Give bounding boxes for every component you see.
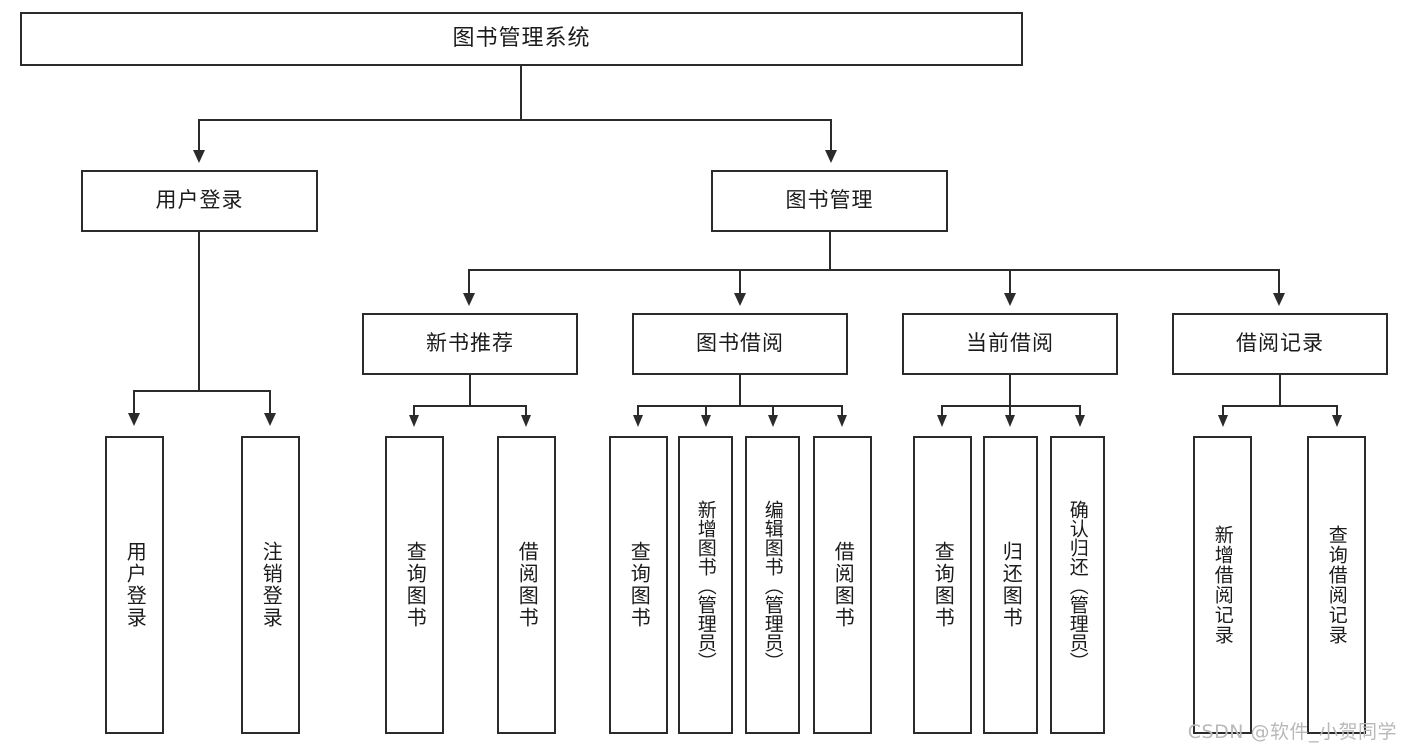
- arrowhead-recommend-leaf-2: [521, 415, 531, 427]
- connector-user-login-drop-2: [269, 390, 271, 415]
- arrowhead-borrow-leaf-1: [633, 415, 643, 427]
- leaf-current-return-book[interactable]: 归还图书: [983, 436, 1038, 734]
- connector-level3-drop-1: [468, 269, 470, 295]
- connector-user-login-bus: [133, 390, 270, 392]
- connector-borrow-bus: [637, 405, 843, 407]
- connector-borrow-drop-2: [705, 405, 707, 417]
- connector-borrow-drop-4: [841, 405, 843, 417]
- connector-book-management-stem: [829, 232, 831, 270]
- leaf-current-confirm-return-admin[interactable]: 确认归还（管理员）: [1050, 436, 1105, 734]
- connector-level3-drop-3: [1009, 269, 1011, 295]
- connector-current-bus: [941, 405, 1081, 407]
- arrowhead-to-book-management: [825, 150, 837, 163]
- connector-borrow-stem: [739, 375, 741, 407]
- leaf-label: 查询借阅记录: [1325, 525, 1348, 645]
- connector-root-stem: [520, 66, 522, 120]
- connector-current-stem: [1009, 375, 1011, 407]
- connector-level3-drop-2: [739, 269, 741, 295]
- node-user-login[interactable]: 用户登录: [81, 170, 318, 232]
- node-book-borrow[interactable]: 图书借阅: [632, 313, 848, 375]
- leaf-label: 用户登录: [123, 541, 148, 629]
- arrowhead-to-current-borrow: [1004, 293, 1016, 306]
- connector-record-bus: [1222, 405, 1338, 407]
- connector-borrow-drop-1: [637, 405, 639, 417]
- arrowhead-to-new-book-recommend: [463, 293, 475, 306]
- arrowhead-current-leaf-2: [1005, 415, 1015, 427]
- leaf-user-login[interactable]: 用户登录: [105, 436, 164, 734]
- node-label: 新书推荐: [426, 331, 514, 356]
- arrowhead-borrow-leaf-3: [768, 415, 778, 427]
- arrowhead-record-leaf-1: [1218, 415, 1228, 427]
- node-borrow-record[interactable]: 借阅记录: [1172, 313, 1388, 375]
- csdn-watermark: CSDN @软件_小贺同学: [1187, 721, 1397, 743]
- leaf-label: 注销登录: [259, 541, 284, 629]
- leaf-record-add-borrow-record[interactable]: 新增借阅记录: [1193, 436, 1252, 734]
- connector-current-drop-1: [941, 405, 943, 417]
- arrowhead-current-leaf-3: [1075, 415, 1085, 427]
- leaf-recommend-query-book[interactable]: 查询图书: [385, 436, 444, 734]
- leaf-label: 查询图书: [931, 541, 956, 629]
- connector-record-stem: [1279, 375, 1281, 407]
- connector-recommend-stem: [469, 375, 471, 407]
- node-new-book-recommend[interactable]: 新书推荐: [362, 313, 578, 375]
- arrowhead-recommend-leaf-1: [409, 415, 419, 427]
- leaf-label: 查询图书: [627, 541, 652, 629]
- leaf-label: 编辑图书（管理员）: [761, 499, 784, 671]
- leaf-label: 查询图书: [403, 541, 428, 629]
- arrowhead-to-user-login: [193, 150, 205, 163]
- arrowhead-to-logout-leaf: [264, 413, 276, 426]
- arrowhead-record-leaf-2: [1332, 415, 1342, 427]
- arrowhead-to-user-login-leaf: [128, 413, 140, 426]
- leaf-borrow-borrow-book[interactable]: 借阅图书: [813, 436, 872, 734]
- leaf-borrow-edit-book-admin[interactable]: 编辑图书（管理员）: [745, 436, 800, 734]
- node-label: 图书管理: [785, 188, 874, 213]
- leaf-current-query-book[interactable]: 查询图书: [913, 436, 972, 734]
- connector-recommend-bus: [413, 405, 527, 407]
- connector-record-drop-2: [1336, 405, 1338, 417]
- connector-current-drop-3: [1079, 405, 1081, 417]
- connector-current-drop-2: [1009, 405, 1011, 417]
- leaf-record-query-borrow-record[interactable]: 查询借阅记录: [1307, 436, 1366, 734]
- leaf-borrow-add-book-admin[interactable]: 新增图书（管理员）: [678, 436, 733, 734]
- leaf-label: 借阅图书: [831, 541, 856, 629]
- node-book-management[interactable]: 图书管理: [711, 170, 948, 232]
- node-label: 借阅记录: [1236, 331, 1324, 356]
- node-label: 图书借阅: [696, 331, 784, 356]
- connector-user-login-drop-1: [133, 390, 135, 415]
- node-label: 当前借阅: [966, 331, 1054, 356]
- leaf-recommend-borrow-book[interactable]: 借阅图书: [497, 436, 556, 734]
- leaf-label: 归还图书: [999, 541, 1024, 629]
- leaf-logout[interactable]: 注销登录: [241, 436, 300, 734]
- leaf-label: 确认归还（管理员）: [1066, 499, 1089, 671]
- arrowhead-borrow-leaf-2: [701, 415, 711, 427]
- connector-recommend-drop-1: [413, 405, 415, 417]
- leaf-label: 新增借阅记录: [1211, 525, 1234, 645]
- arrowhead-to-book-borrow: [734, 293, 746, 306]
- leaf-label: 借阅图书: [515, 541, 540, 629]
- node-root-book-management-system[interactable]: 图书管理系统: [20, 12, 1023, 66]
- node-label: 用户登录: [155, 188, 244, 213]
- connector-root-drop-left: [198, 119, 200, 152]
- arrowhead-current-leaf-1: [937, 415, 947, 427]
- leaf-borrow-query-book[interactable]: 查询图书: [609, 436, 668, 734]
- arrowhead-to-borrow-record: [1273, 293, 1285, 306]
- connector-user-login-stem: [198, 232, 200, 392]
- connector-record-drop-1: [1222, 405, 1224, 417]
- connector-level3-drop-4: [1278, 269, 1280, 295]
- connector-recommend-drop-2: [525, 405, 527, 417]
- node-label: 图书管理系统: [452, 25, 591, 51]
- connector-borrow-drop-3: [772, 405, 774, 417]
- node-current-borrow[interactable]: 当前借阅: [902, 313, 1118, 375]
- arrowhead-borrow-leaf-4: [837, 415, 847, 427]
- connector-level3-bus: [468, 269, 1280, 271]
- leaf-label: 新增图书（管理员）: [694, 499, 717, 671]
- connector-root-bus: [198, 119, 832, 121]
- connector-root-drop-right: [830, 119, 832, 152]
